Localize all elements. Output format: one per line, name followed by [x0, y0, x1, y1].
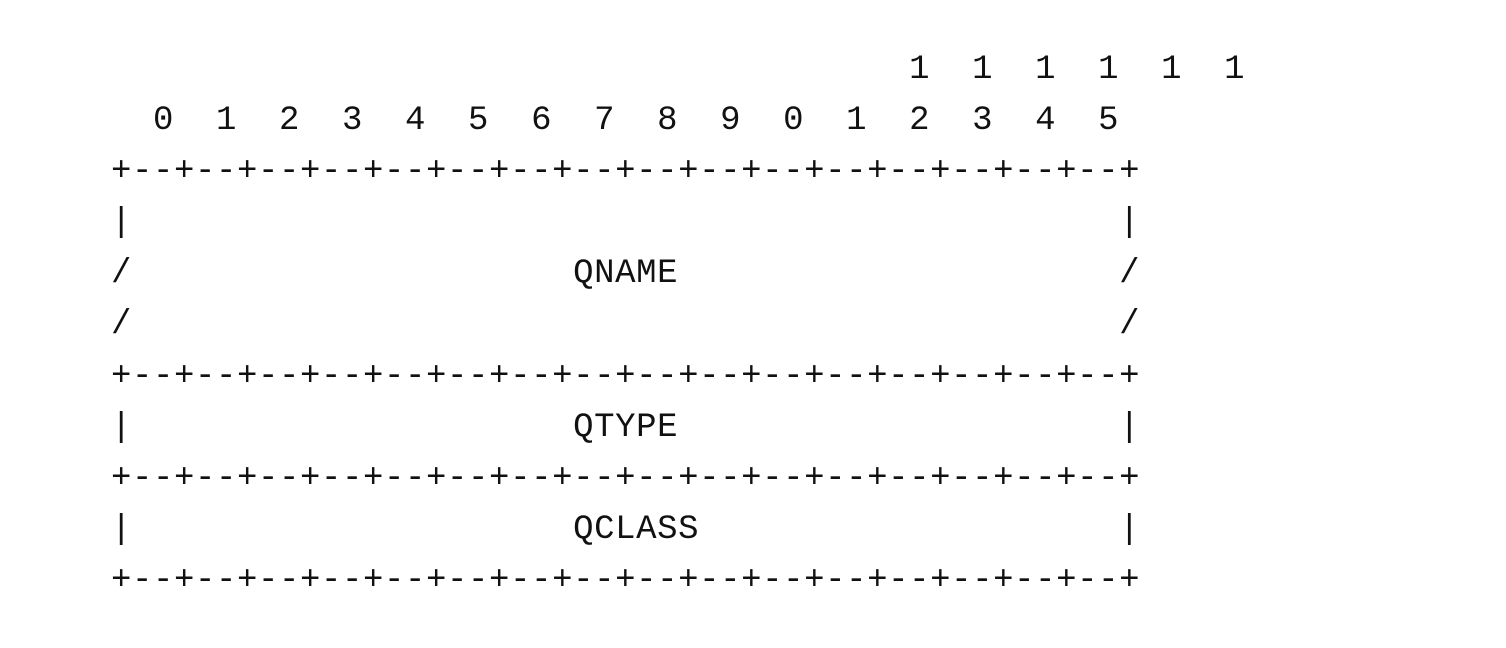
border-after-qname: +--+--+--+--+--+--+--+--+--+--+--+--+--+…	[111, 358, 1141, 396]
qname-field-row-label: / QNAME /	[111, 255, 1141, 293]
qname-field-row-top: | |	[111, 204, 1141, 242]
qtype-field-row: | QTYPE |	[111, 409, 1141, 447]
border-bottom: +--+--+--+--+--+--+--+--+--+--+--+--+--+…	[111, 562, 1141, 600]
bit-index-header-tens: 1 1 1 1 1 1	[111, 51, 1246, 89]
qclass-field-row: | QCLASS |	[111, 511, 1141, 549]
qname-field-row-bottom: / /	[111, 306, 1141, 344]
border-after-qtype: +--+--+--+--+--+--+--+--+--+--+--+--+--+…	[111, 460, 1141, 498]
bit-index-header-ones: 0 1 2 3 4 5 6 7 8 9 0 1 2 3 4 5	[111, 102, 1120, 140]
border-top: +--+--+--+--+--+--+--+--+--+--+--+--+--+…	[111, 153, 1141, 191]
